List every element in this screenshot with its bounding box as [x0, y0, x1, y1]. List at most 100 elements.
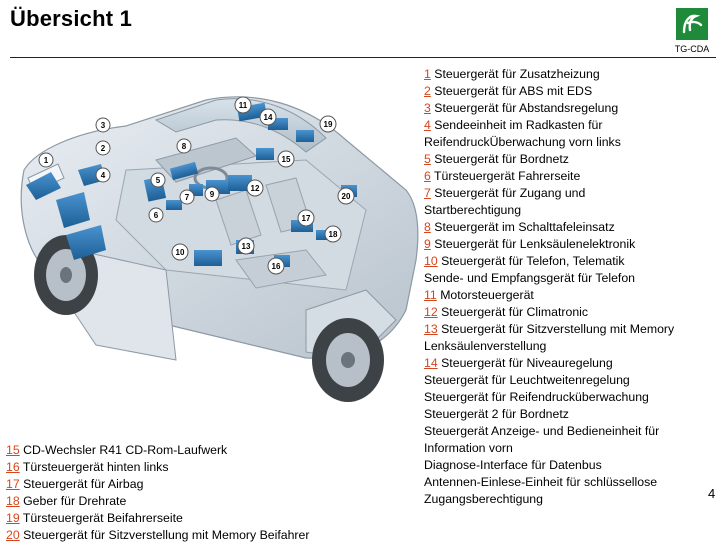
legend-entry: 14 Steuergerät für Niveauregelung [424, 355, 720, 372]
legend-text: Steuergerät für Sitzverstellung mit Memo… [23, 528, 310, 542]
callout-3: 3 [95, 117, 111, 133]
legend-entry: 10 Steuergerät für Telefon, Telematik [424, 253, 720, 270]
legend-text: Startberechtigung [424, 203, 522, 217]
callout-13: 13 [237, 237, 255, 255]
page-number: 4 [708, 486, 716, 501]
svg-text:3: 3 [101, 121, 106, 130]
legend-entry: Steuergerät Anzeige- und Bedieneinheit f… [424, 423, 720, 440]
legend-number: 19 [6, 511, 20, 525]
svg-text:8: 8 [182, 142, 187, 151]
legend-number: 16 [6, 460, 20, 474]
legend-text: Steuergerät für Zusatzheizung [434, 67, 600, 81]
callout-9: 9 [204, 186, 220, 202]
callout-6: 6 [148, 207, 164, 223]
legend-text: Geber für Drehrate [23, 494, 127, 508]
legend-text: Steuergerät 2 für Bordnetz [424, 407, 569, 421]
legend-number: 12 [424, 305, 438, 319]
legend-text: Steuergerät für Telefon, Telematik [441, 254, 625, 268]
page-title: Übersicht 1 [10, 6, 133, 31]
callout-4: 4 [95, 167, 111, 183]
legend-entry: 17 Steuergerät für Airbag [6, 476, 422, 493]
legend-entry: 11 Motorsteuergerät [424, 287, 720, 304]
svg-text:17: 17 [302, 214, 311, 223]
legend-text: Steuergerät für Reifendrucküberwachung [424, 390, 649, 404]
legend-entry: Sende- und Empfangsgerät für Telefon [424, 270, 720, 287]
legend-text: Steuergerät für Zugang und [434, 186, 586, 200]
legend-number: 7 [424, 186, 431, 200]
legend-entry: Zugangsberechtigung [424, 491, 720, 508]
callout-7: 7 [179, 189, 195, 205]
legend-entry: Information vorn [424, 440, 720, 457]
brand-logo-icon [676, 8, 708, 40]
callout-18: 18 [324, 225, 342, 243]
callout-1: 1 [38, 152, 54, 168]
svg-text:13: 13 [242, 242, 251, 251]
callout-15: 15 [277, 150, 295, 168]
legend-number: 15 [6, 443, 20, 457]
legend-number: 3 [424, 101, 431, 115]
car-cutaway-diagram: 1 2 3 4 5 6 7 8 9 10 11 12 13 14 15 16 1… [20, 96, 419, 402]
svg-text:11: 11 [239, 101, 248, 110]
legend-number: 20 [6, 528, 20, 542]
legend-entry: Lenksäulenverstellung [424, 338, 720, 355]
legend-entry: 15 CD-Wechsler R41 CD-Rom-Laufwerk [6, 442, 422, 459]
legend-text: Zugangsberechtigung [424, 492, 543, 506]
legend-number: 1 [424, 67, 431, 81]
legend-entry: 19 Türsteuergerät Beifahrerseite [6, 510, 422, 527]
legend-number: 8 [424, 220, 431, 234]
callout-5: 5 [150, 172, 166, 188]
svg-text:12: 12 [251, 184, 260, 193]
callout-17: 17 [297, 209, 315, 227]
legend-text: Steuergerät Anzeige- und Bedieneinheit f… [424, 424, 660, 438]
legend-number: 11 [424, 288, 437, 302]
legend-entry: 8 Steuergerät im Schalttafeleinsatz [424, 219, 720, 236]
legend-text: Türsteuergerät Beifahrerseite [22, 511, 183, 525]
legend-text: Information vorn [424, 441, 513, 455]
legend-entry: 5 Steuergerät für Bordnetz [424, 151, 720, 168]
legend-text: Steuergerät für Airbag [23, 477, 144, 491]
legend-text: Motorsteuergerät [440, 288, 534, 302]
svg-text:4: 4 [101, 171, 106, 180]
legend-number: 4 [424, 118, 431, 132]
legend-text: Steuergerät für Abstandsregelung [434, 101, 619, 115]
legend-entry: Startberechtigung [424, 202, 720, 219]
legend-text: Steuergerät für ABS mit EDS [434, 84, 593, 98]
svg-text:6: 6 [154, 211, 159, 220]
legend-text: Steuergerät für Sitzverstellung mit Memo… [441, 322, 675, 336]
legend-number: 14 [424, 356, 438, 370]
legend-text: Steuergerät für Niveauregelung [441, 356, 613, 370]
legend-text: Diagnose-Interface für Datenbus [424, 458, 602, 472]
legend-text: ReifendruckÜberwachung vorn links [424, 135, 621, 149]
legend-text: Sende- und Empfangsgerät für Telefon [424, 271, 636, 285]
legend-entry: 4 Sendeeinheit im Radkasten für [424, 117, 720, 134]
header-divider [10, 57, 716, 58]
legend-number: 2 [424, 84, 431, 98]
svg-text:10: 10 [176, 248, 185, 257]
legend-entry: 1 Steuergerät für Zusatzheizung [424, 66, 720, 83]
legend-entry: 16 Türsteuergerät hinten links [6, 459, 422, 476]
legend-number: 5 [424, 152, 431, 166]
legend-number: 10 [424, 254, 438, 268]
legend-entry: 13 Steuergerät für Sitzverstellung mit M… [424, 321, 720, 338]
svg-text:20: 20 [342, 192, 351, 201]
callout-20: 20 [337, 187, 355, 205]
legend-text: Türsteuergerät hinten links [22, 460, 169, 474]
svg-text:7: 7 [185, 193, 190, 202]
legend-entry: 20 Steuergerät für Sitzverstellung mit M… [6, 527, 422, 544]
legend-text: Steuergerät im Schalttafeleinsatz [434, 220, 615, 234]
legend-entry: 12 Steuergerät für Climatronic [424, 304, 720, 321]
legend-entry: Steuergerät 2 für Bordnetz [424, 406, 720, 423]
legend-entry: 3 Steuergerät für Abstandsregelung [424, 100, 720, 117]
legend-entry: ReifendruckÜberwachung vorn links [424, 134, 720, 151]
svg-text:9: 9 [210, 190, 215, 199]
logo-label: TG-CDA [674, 44, 710, 54]
svg-text:18: 18 [329, 230, 338, 239]
legend-entry: 7 Steuergerät für Zugang und [424, 185, 720, 202]
callout-markers: 1 2 3 4 5 6 7 8 9 10 11 12 13 14 15 16 1… [38, 96, 355, 275]
legend-entry: 6 Türsteuergerät Fahrerseite [424, 168, 720, 185]
legend-entry: Antennen-Einlese-Einheit für schlüssello… [424, 474, 720, 491]
legend-text: Steuergerät für Leuchtweitenregelung [424, 373, 630, 387]
callout-14: 14 [259, 108, 277, 126]
legend-number: 17 [6, 477, 20, 491]
